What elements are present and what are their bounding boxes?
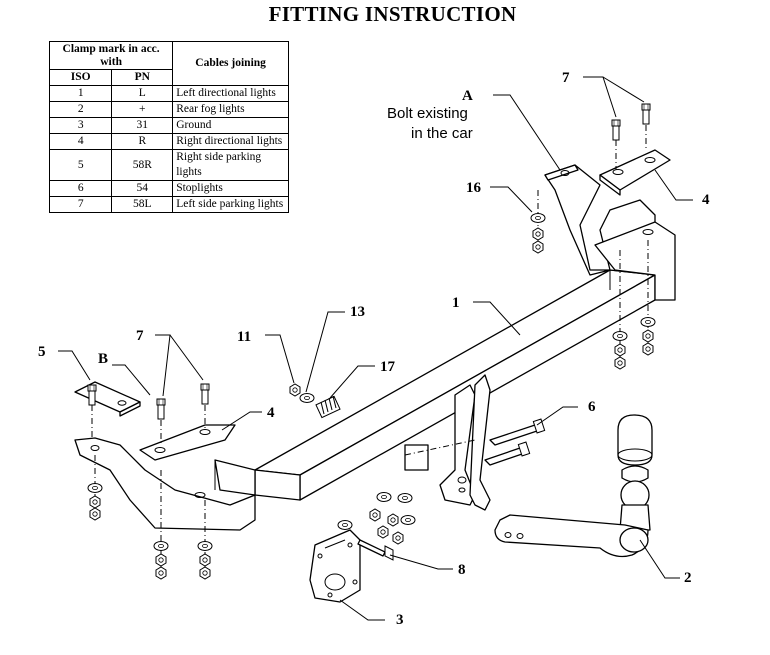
part-label: 16: [466, 180, 482, 196]
part-label: 1: [452, 295, 460, 311]
washer: [640, 317, 656, 327]
part-label: 4: [267, 405, 275, 421]
washer: [87, 483, 103, 493]
clamp-plate: [74, 381, 141, 417]
part-label: 5: [38, 344, 46, 360]
nut: [289, 383, 301, 397]
washer: [530, 213, 546, 223]
long-bolts: [484, 418, 546, 466]
nut: [155, 553, 167, 567]
nut: [614, 343, 626, 357]
page-title: FITTING INSTRUCTION: [268, 2, 517, 26]
part-label: 7: [562, 70, 570, 86]
left-side-bracket: [74, 424, 256, 531]
spring: [315, 395, 341, 419]
pn-header: PN: [111, 69, 174, 86]
part-label: 17: [380, 359, 396, 375]
washer: [376, 492, 392, 502]
towball: [494, 414, 653, 558]
part-label: 3: [396, 612, 404, 628]
bolt: [200, 383, 210, 405]
washer: [397, 493, 413, 503]
socket-bolt: [357, 539, 394, 561]
washer: [197, 541, 213, 551]
bolt: [611, 119, 621, 141]
iso-cell: 7: [48, 196, 113, 213]
table-row: 6 54 Stoplights: [48, 180, 289, 197]
nut: [387, 513, 399, 527]
bolt-note-line1: Bolt existing: [387, 105, 468, 122]
nut: [377, 525, 389, 539]
washer: [612, 331, 628, 341]
part-label: 4: [702, 192, 710, 208]
nut: [392, 531, 404, 545]
iso-cell: 4: [48, 133, 113, 150]
nut: [89, 495, 101, 509]
washer: [153, 541, 169, 551]
ball-mount-bracket: [404, 374, 491, 511]
cable-table: Clamp mark in acc. with Cables joining I…: [48, 41, 289, 213]
part-label: 7: [136, 328, 144, 344]
nut: [642, 329, 654, 343]
table-row: 4 R Right directional lights: [48, 133, 289, 150]
pn-cell: 58L: [111, 196, 174, 213]
nut: [642, 342, 654, 356]
cables-joining-header: Cables joining: [172, 41, 289, 86]
nut: [199, 553, 211, 567]
part-label-a: A: [462, 88, 473, 104]
nut: [89, 507, 101, 521]
bolt: [641, 103, 651, 125]
washer: [337, 520, 353, 530]
bolt-note-line2: in the car: [411, 125, 473, 142]
part-label-b: B: [98, 351, 108, 367]
leader-lines: [58, 76, 693, 621]
table-row: 7 58L Left side parking lights: [48, 196, 289, 213]
nut: [369, 508, 381, 522]
part-label: 6: [588, 399, 596, 415]
nut: [532, 227, 544, 241]
cable-cell: Stoplights: [172, 180, 289, 197]
cable-cell: Left side parking lights: [172, 196, 289, 213]
nut: [614, 356, 626, 370]
nut: [532, 240, 544, 254]
socket-plate: [309, 529, 361, 603]
cable-cell: Right directional lights: [172, 133, 289, 150]
part-label: 8: [458, 562, 466, 578]
nut: [155, 566, 167, 580]
clamp-mark-header: Clamp mark in acc. with: [48, 41, 174, 70]
part-label: 13: [350, 304, 365, 320]
washer: [400, 515, 416, 525]
bolt: [156, 398, 166, 420]
nut: [199, 566, 211, 580]
right-side-bracket: [544, 149, 676, 301]
part-label: 11: [237, 329, 251, 345]
washer: [299, 393, 315, 403]
part-label: 2: [684, 570, 692, 586]
bolt: [87, 384, 97, 406]
